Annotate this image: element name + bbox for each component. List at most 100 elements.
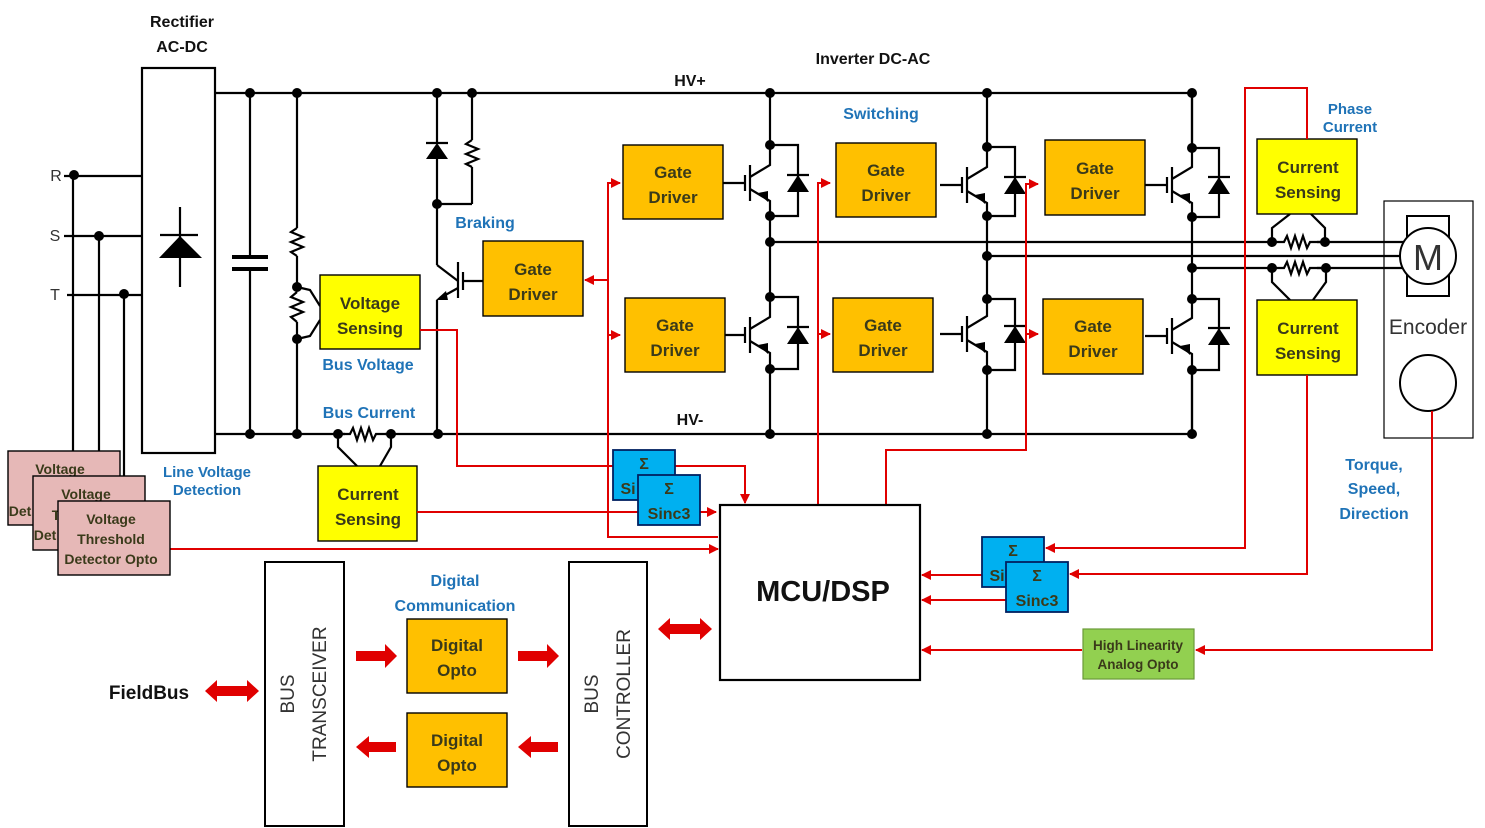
svg-text:Threshold: Threshold [77,531,145,547]
svg-text:Σ: Σ [639,456,649,473]
svg-text:Opto: Opto [437,756,477,775]
voltage-sensing-block: Voltage Sensing [319,274,421,350]
braking-gate-driver: Gate Driver [482,240,584,317]
phase-wires [64,170,142,505]
bus-current-shunt [333,424,396,467]
svg-text:Sinc3: Sinc3 [1016,593,1059,610]
hv-minus-rail [215,370,1194,436]
svg-text:High Linearity: High Linearity [1093,638,1184,653]
svg-text:Driver: Driver [648,188,698,207]
phase-label-t: T [50,287,60,304]
svg-text:Voltage: Voltage [340,294,400,313]
svg-text:Driver: Driver [1068,342,1118,361]
svg-text:Driver: Driver [861,186,911,205]
igbt-v-low [940,294,1026,375]
motor-label: M [1413,237,1443,278]
svg-text:Digital: Digital [431,636,483,655]
bus-current-sensing-block: Current Sensing [317,465,418,542]
torque-label-2: Speed, [1348,481,1400,498]
line-voltage-label-2: Detection [173,482,241,499]
gate-driver-v-high: Gate Driver [835,142,937,218]
phase-current-sensing-bottom: Current Sensing [1256,299,1358,376]
svg-text:Current: Current [337,485,399,504]
braking-label: Braking [455,215,515,232]
svg-text:Sensing: Sensing [1275,344,1341,363]
line-voltage-label-1: Line Voltage [163,464,251,481]
fat-arrows [205,618,712,758]
phase-current-sensing-top: Current Sensing [1256,138,1358,215]
rectifier-block [140,66,217,455]
fieldbus-bidirectional-arrow [205,680,259,702]
svg-text:MCU/DSP: MCU/DSP [756,576,890,608]
capacitor-icon [232,88,268,439]
svg-text:CONTROLLER: CONTROLLER [614,629,635,759]
svg-text:Si: Si [989,568,1004,585]
analog-opto-block: High Linearity Analog Opto [1082,628,1195,680]
svg-text:Gate: Gate [654,163,692,182]
switching-label: Switching [843,106,919,123]
controller-to-opto-arrow [518,736,558,758]
svg-text:BUS: BUS [278,674,299,713]
diode-icon [159,207,202,287]
gate-driver-u-high: Gate Driver [622,144,724,220]
svg-text:Detector Opto: Detector Opto [64,551,157,567]
svg-text:Current: Current [1277,319,1339,338]
svg-text:Gate: Gate [1074,317,1112,336]
svg-text:Si: Si [620,481,635,498]
phase-label-r: R [50,168,62,185]
svg-text:Driver: Driver [508,285,558,304]
svg-text:Driver: Driver [858,341,908,360]
svg-text:Gate: Gate [514,260,552,279]
fieldbus-label: FieldBus [109,683,189,704]
svg-text:Det: Det [34,527,57,543]
inverter-legs [723,88,1230,439]
sinc-filter-phase-front: Σ Sinc3 [1005,561,1069,613]
svg-text:Σ: Σ [1032,568,1042,585]
svg-text:Gate: Gate [864,316,902,335]
braking-circuit [426,88,483,439]
svg-text:Current: Current [1277,158,1339,177]
svg-text:BUS: BUS [582,674,603,713]
phase-current-label-2: Current [1323,119,1377,136]
svg-text:Digital: Digital [431,731,483,750]
svg-text:Gate: Gate [656,316,694,335]
igbt-w-high [1145,143,1230,222]
svg-text:Sensing: Sensing [335,510,401,529]
bus-voltage-label: Bus Voltage [322,357,413,374]
rectifier-title: Rectifier [150,14,214,31]
svg-text:T: T [52,507,61,523]
encoder-label: Encoder [1389,316,1467,339]
mcu-dsp-block: MCU/DSP [718,503,922,682]
sinc-filter-bus-front: Σ Sinc3 [637,474,701,526]
svg-text:Sensing: Sensing [1275,183,1341,202]
igbt-u-low [723,292,809,374]
digital-comm-label-1: Digital [431,573,480,590]
svg-text:TRANSCEIVER: TRANSCEIVER [310,626,331,761]
digital-opto-tx: Digital Opto [406,618,508,694]
gate-driver-w-high: Gate Driver [1044,139,1146,216]
igbt-w-low [1145,294,1230,375]
digital-comm-label-2: Communication [395,598,516,615]
phase-label-s: S [50,228,61,245]
bus-transceiver-block: BUS TRANSCEIVER [264,561,345,827]
torque-label-1: Torque, [1345,457,1402,474]
svg-text:Driver: Driver [650,341,700,360]
opto-to-controller-arrow [518,644,559,668]
hv-minus-label: HV- [677,412,704,429]
phase-current-shunts [1267,213,1331,301]
inverter-title: Inverter DC-AC [816,51,931,68]
opto-to-transceiver-arrow [356,736,396,758]
voltage-divider-resistors [288,88,321,439]
igbt-v-high [940,142,1026,221]
svg-text:Σ: Σ [664,481,674,498]
motor-encoder-housing [1383,200,1474,439]
svg-text:Σ: Σ [1008,543,1018,560]
svg-text:Voltage: Voltage [35,461,85,477]
gate-driver-u-low: Gate Driver [624,297,726,373]
voltage-detector-t: Voltage Threshold Detector Opto [57,500,171,576]
svg-text:Sinc3: Sinc3 [648,506,691,523]
bus-current-label: Bus Current [323,405,416,422]
torque-label-3: Direction [1339,506,1408,523]
bus-controller-block: BUS CONTROLLER [568,561,648,827]
